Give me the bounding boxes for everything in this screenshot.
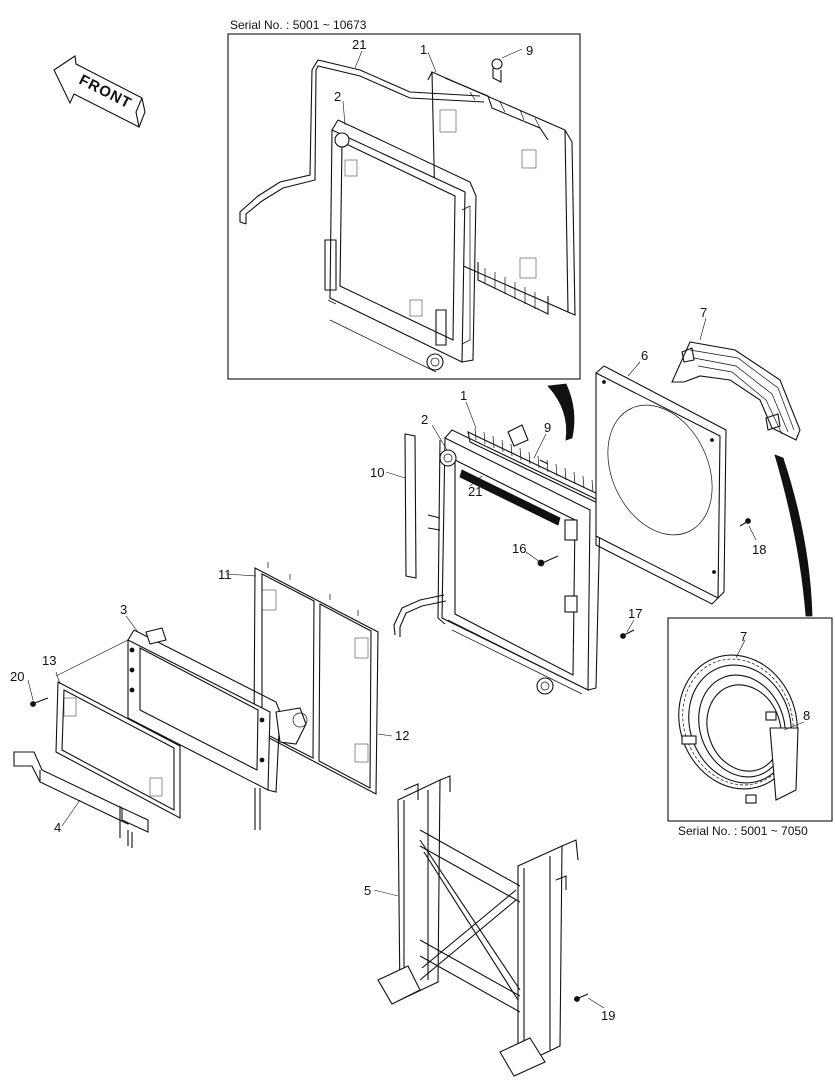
part-5-stand [377,775,579,1077]
callout-9-inset: 9 [526,43,533,58]
part-3-intercooler [127,627,308,830]
callout-1-inset: 1 [420,42,427,57]
fan-ring [678,654,799,804]
callout-2-inset: 2 [334,89,341,104]
callout-17: 17 [628,606,642,621]
callout-7: 7 [700,305,707,320]
inset-pipe [239,59,481,222]
callout-4: 4 [54,820,61,835]
part-6-shroud [595,365,727,605]
front-arrow: FRONT [53,55,146,129]
part-4-bracket [13,751,149,848]
callout-3: 3 [120,602,127,617]
callout-2: 2 [421,412,428,427]
callout-10: 10 [370,465,384,480]
main-radiator [393,424,605,695]
part-10-seal [385,433,417,579]
callout-1: 1 [460,388,467,403]
inset-right-serial: Serial No. : 5001 ~ 7050 [678,824,808,838]
inset-top: Serial No. : 5001 ~ 10673 [227,18,581,380]
part-20-bolt [30,697,49,707]
callout-7-inset: 7 [740,629,747,644]
swoosh-left [547,383,575,441]
swoosh-right [774,454,813,617]
callout-20: 20 [10,669,24,684]
callout-9: 9 [544,420,551,435]
callout-8-inset: 8 [803,708,810,723]
inset-right: Serial No. : 5001 ~ 7050 7 8 [667,617,833,838]
leaders [27,317,757,1009]
callout-12: 12 [395,728,409,743]
callout-6: 6 [641,348,648,363]
part-11-12-screens [253,562,379,795]
callout-21: 21 [468,484,482,499]
callout-16: 16 [512,541,526,556]
callouts: 1 2 9 21 6 7 10 11 3 12 13 20 4 5 16 17 … [10,305,766,1023]
callout-18: 18 [752,542,766,557]
part-13-screen [55,639,181,819]
callout-21-inset: 21 [352,37,366,52]
part-7-fan-guard [671,341,801,441]
inset-top-serial: Serial No. : 5001 ~ 10673 [230,18,367,32]
callout-19: 19 [601,1008,615,1023]
callout-13: 13 [42,653,56,668]
callout-5: 5 [364,883,371,898]
callout-11: 11 [218,567,232,582]
inset-oil-cooler [324,119,477,373]
